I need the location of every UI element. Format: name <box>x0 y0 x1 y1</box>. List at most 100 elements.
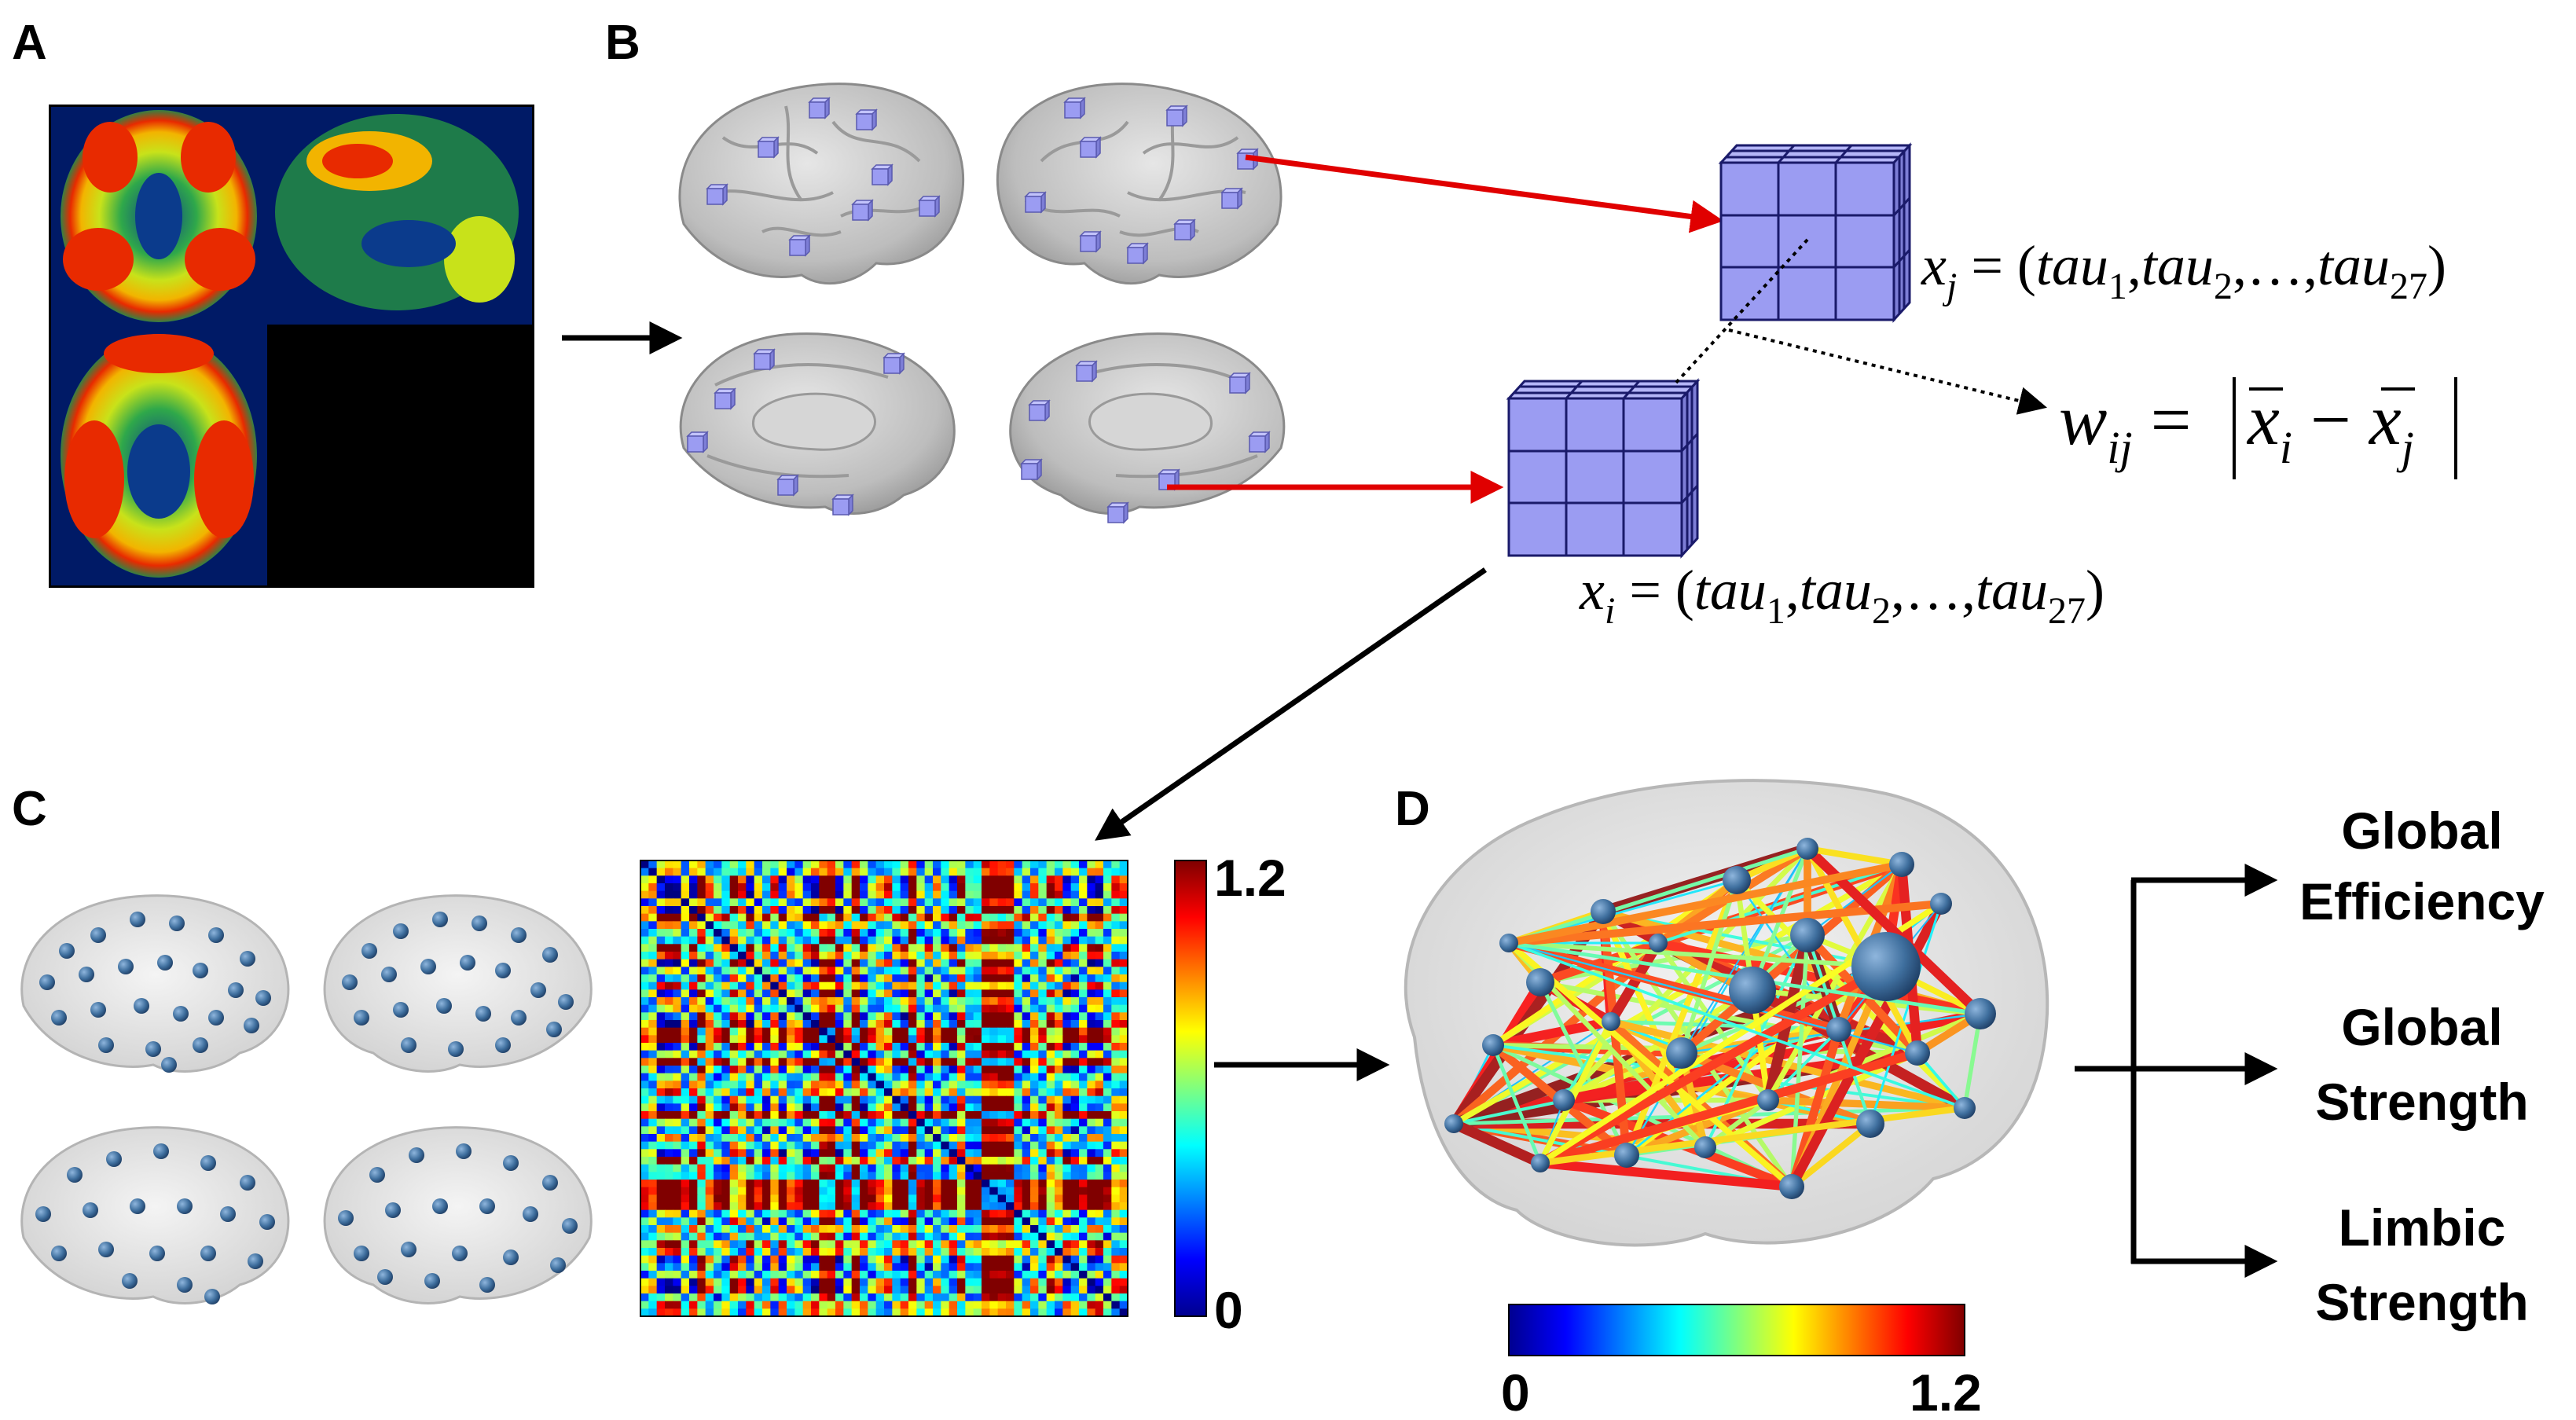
matrix-cell <box>892 1301 901 1309</box>
matrix-cell <box>1006 1134 1015 1143</box>
matrix-cell <box>1087 921 1096 930</box>
matrix-cell <box>933 1240 941 1249</box>
matrix-cell <box>746 929 755 937</box>
matrix-cell <box>1070 1058 1080 1066</box>
matrix-cell <box>746 989 755 998</box>
matrix-cell <box>640 1202 649 1211</box>
matrix-cell <box>860 1141 868 1150</box>
matrix-cell <box>648 1157 658 1165</box>
matrix-cell <box>697 997 706 1006</box>
matrix-cell <box>916 1232 926 1241</box>
matrix-cell <box>827 1103 836 1112</box>
matrix-cell <box>819 1134 828 1143</box>
matrix-cell <box>835 921 844 930</box>
matrix-cell <box>681 1066 690 1074</box>
matrix-cell <box>697 1240 706 1249</box>
matrix-cell <box>982 1081 990 1089</box>
matrix-cell <box>997 974 1007 983</box>
matrix-cell <box>1095 1111 1104 1120</box>
matrix-cell <box>640 1066 649 1074</box>
matrix-cell <box>689 1050 698 1059</box>
matrix-cell <box>787 1020 795 1029</box>
matrix-cell <box>965 860 974 869</box>
matrix-cell <box>997 868 1007 876</box>
matrix-cell <box>851 1180 861 1188</box>
matrix-cell <box>746 860 755 869</box>
matrix-cell <box>1079 883 1088 892</box>
matrix-cell <box>721 1194 731 1203</box>
matrix-cell <box>778 1308 787 1317</box>
matrix-cell <box>648 1020 658 1029</box>
matrix-cell <box>729 1232 739 1241</box>
matrix-cell <box>908 952 917 960</box>
matrix-cell <box>1006 936 1015 945</box>
matrix-cell <box>1006 1248 1015 1257</box>
matrix-cell <box>1055 1194 1063 1203</box>
matrix-cell <box>1022 967 1031 975</box>
matrix-cell <box>714 1020 722 1029</box>
matrix-cell <box>802 959 812 967</box>
matrix-cell <box>843 1095 853 1104</box>
matrix-cell <box>754 1066 763 1074</box>
matrix-cell <box>1087 1308 1096 1317</box>
matrix-cell <box>811 989 820 998</box>
matrix-cell <box>787 1050 795 1059</box>
matrix-cell <box>843 898 853 907</box>
matrix-cell <box>884 952 893 960</box>
matrix-cell <box>860 1240 868 1249</box>
matrix-cell <box>681 997 690 1006</box>
matrix-cell <box>924 1058 934 1066</box>
matrix-cell <box>908 989 917 998</box>
matrix-cell <box>1103 913 1112 922</box>
matrix-cell <box>1087 868 1096 876</box>
matrix-cell <box>1087 997 1096 1006</box>
matrix-cell <box>989 1012 999 1021</box>
matrix-cell <box>1070 890 1080 899</box>
matrix-cell <box>1022 913 1031 922</box>
matrix-cell <box>997 1286 1007 1294</box>
matrix-cell <box>916 1066 926 1074</box>
matrix-cell <box>714 1004 722 1013</box>
matrix-cell <box>762 1088 771 1097</box>
matrix-cell <box>827 1004 836 1013</box>
matrix-cell <box>689 913 698 922</box>
matrix-cell <box>835 1012 844 1021</box>
matrix-cell <box>851 1111 861 1120</box>
matrix-cell <box>851 1027 861 1036</box>
matrix-cell <box>908 1118 917 1127</box>
matrix-cell <box>908 1293 917 1302</box>
matrix-cell <box>1111 898 1121 907</box>
matrix-cell <box>1030 860 1039 869</box>
matrix-cell <box>1030 1180 1039 1188</box>
matrix-cell <box>941 1172 950 1180</box>
matrix-cell <box>1070 959 1080 967</box>
matrix-cell <box>665 1073 673 1081</box>
matrix-cell <box>794 1126 804 1135</box>
matrix-cell <box>843 1308 853 1317</box>
matrix-cell <box>997 1271 1007 1279</box>
matrix-cell <box>819 936 828 945</box>
matrix-cell <box>689 1225 698 1234</box>
matrix-cell <box>924 875 934 884</box>
matrix-cell <box>973 1043 982 1051</box>
matrix-cell <box>648 974 658 983</box>
matrix-cell <box>1111 860 1121 869</box>
matrix-cell <box>1038 913 1048 922</box>
matrix-cell <box>1046 1240 1055 1249</box>
matrix-cell <box>1079 1088 1088 1097</box>
matrix-cell <box>957 1126 966 1135</box>
matrix-cell <box>721 1263 731 1271</box>
matrix-cell <box>892 1240 901 1249</box>
matrix-cell <box>1046 929 1055 937</box>
matrix-cell <box>933 1004 941 1013</box>
matrix-cell <box>1022 1081 1031 1089</box>
matrix-cell <box>754 1248 763 1257</box>
matrix-cell <box>705 1081 714 1089</box>
matrix-cell <box>924 944 934 952</box>
matrix-cell <box>860 1149 868 1158</box>
matrix-cell <box>965 1103 974 1112</box>
matrix-cell <box>1070 1286 1080 1294</box>
matrix-cell <box>916 1141 926 1150</box>
matrix-cell <box>1111 1301 1121 1309</box>
matrix-cell <box>770 1058 780 1066</box>
